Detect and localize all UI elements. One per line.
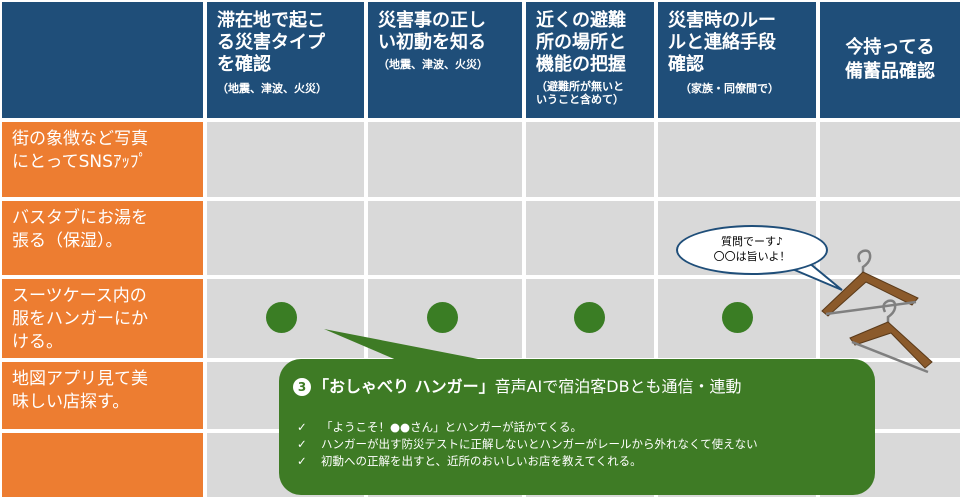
row-label-sns: 街の象徴など写真 にとってSNSｱｯﾌﾟ (0, 120, 205, 199)
header-title: 災害事の正し い初動を知る (378, 10, 486, 53)
header-contact-rules: 災害時のルー ルと連絡手段 確認 （家族・同僚間で） (656, 0, 818, 120)
header-title: 近くの避難 所の場所と 機能の把握 (536, 10, 626, 75)
table-cell (366, 120, 524, 199)
row-label-text: スーツケース内の 服をハンガーにか ける。 (12, 286, 148, 352)
header-subtitle: （地震、津波、火災） (378, 58, 488, 71)
row-label-text: 地図アプリ見て美 味しい店探す。 (12, 369, 148, 412)
header-subtitle: （避難所が無いと いうこと含めて） (536, 80, 624, 106)
hanger-icon (821, 249, 919, 317)
check-icon: ✓ (297, 454, 307, 468)
list-item-text: 「ようこそ！●●さん」とハンガーが話かてくる。 (321, 420, 582, 434)
row-label-text: 街の象徴など写真 にとってSNSｱｯﾌﾟ (12, 129, 148, 172)
row-label-hanger: スーツケース内の 服をハンガーにか ける。 (0, 277, 205, 360)
table-cell (366, 199, 524, 277)
check-icon: ✓ (297, 437, 307, 451)
header-title: 滞在地で起こ る災害タイプ を確認 (217, 10, 325, 75)
check-dot (574, 302, 605, 333)
speech-bubble: 質問でーす♪ 〇〇は旨いよ！ (676, 225, 828, 275)
callout-list: ✓ 「ようこそ！●●さん」とハンガーが話かてくる。 ✓ ハンガーが出す防災テストに正… (297, 419, 758, 470)
header-title: 今持ってる 備蓄品確認 (845, 37, 935, 82)
check-dot (266, 302, 297, 333)
callout-title: 3「おしゃべり ハンガー」音声AIで宿泊客DBとも通信・連動 (293, 377, 742, 397)
check-dot (722, 302, 753, 333)
header-initial-action: 災害事の正し い初動を知る （地震、津波、火災） (366, 0, 524, 120)
speech-bubble-text: 質問でーす♪ 〇〇は旨いよ！ (713, 235, 791, 263)
header-subtitle: （地震、津波、火災） (217, 82, 327, 95)
check-dot (427, 302, 458, 333)
row-label-text: バスタブにお湯を 張る（保湿）。 (12, 208, 148, 251)
table-cell (818, 199, 962, 277)
header-evacuation-site: 近くの避難 所の場所と 機能の把握 （避難所が無いと いうこと含めて） (524, 0, 656, 120)
check-icon: ✓ (297, 420, 307, 434)
table-cell (205, 120, 366, 199)
table-cell (524, 120, 656, 199)
hanger-callout: 3「おしゃべり ハンガー」音声AIで宿泊客DBとも通信・連動 ✓ 「ようこそ！●●… (279, 359, 875, 495)
list-item: ✓ 「ようこそ！●●さん」とハンガーが話かてくる。 (297, 419, 758, 436)
callout-number-badge: 3 (293, 378, 311, 396)
corner-cell (0, 0, 205, 120)
row-label-map-app: 地図アプリ見て美 味しい店探す。 (0, 360, 205, 431)
hanger-icon (849, 299, 933, 374)
header-subtitle: （家族・同僚間で） (680, 82, 779, 95)
list-item: ✓ 初動への正解を出すと、近所のおいしいお店を教えてくれる。 (297, 453, 758, 470)
table-cell (205, 199, 366, 277)
row-label-empty (0, 431, 205, 499)
header-stockpile: 今持ってる 備蓄品確認 (818, 0, 962, 120)
list-item: ✓ ハンガーが出す防災テストに正解しないとハンガーがレールから外れなくて使えない (297, 436, 758, 453)
list-item-text: ハンガーが出す防災テストに正解しないとハンガーがレールから外れなくて使えない (321, 437, 758, 451)
header-disaster-types: 滞在地で起こ る災害タイプ を確認 （地震、津波、火災） (205, 0, 366, 120)
list-item-text: 初動への正解を出すと、近所のおいしいお店を教えてくれる。 (321, 454, 642, 468)
callout-title-bold: 「おしゃべり ハンガー」 (313, 377, 495, 396)
table-cell (818, 120, 962, 199)
header-title: 災害時のルー ルと連絡手段 確認 (668, 10, 776, 75)
table-cell (524, 199, 656, 277)
table-cell (656, 120, 818, 199)
row-label-bathtub: バスタブにお湯を 張る（保湿）。 (0, 199, 205, 277)
callout-title-rest: 音声AIで宿泊客DBとも通信・連動 (494, 377, 742, 396)
